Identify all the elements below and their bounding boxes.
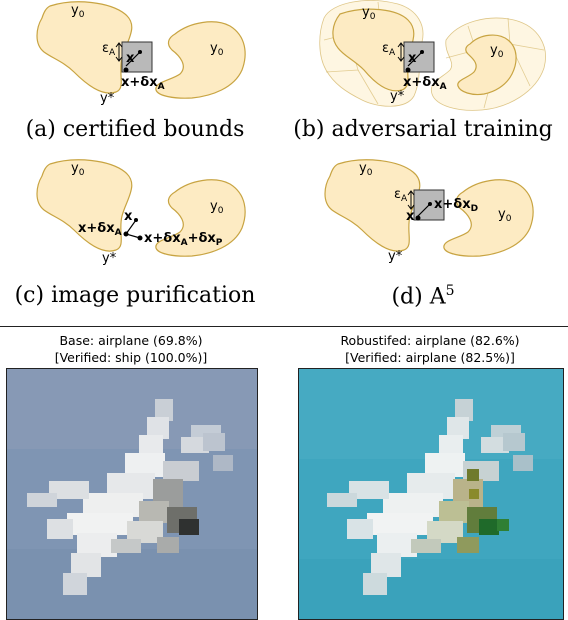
label-y0-left: y0 — [71, 3, 85, 20]
label-x-plus: x+δxA — [121, 75, 165, 92]
point-x-plus-a — [123, 231, 129, 237]
label-y0-right: y0 — [490, 43, 504, 60]
bound-box — [403, 41, 435, 73]
caption-d-sup: 5 — [445, 283, 455, 299]
point-x — [405, 67, 411, 73]
label-y0-left: y0 — [362, 5, 376, 22]
label-ystar: y* — [388, 249, 403, 264]
point-x-plus-d — [428, 202, 432, 206]
robust-title-line2: [Verified: airplane (82.5%)] — [345, 350, 515, 365]
base-airplane-image — [6, 368, 258, 620]
class-region-left — [36, 159, 133, 252]
label-x-plus-a: x+δxA — [78, 221, 122, 238]
base-title-line1: Base: airplane (69.8%) — [59, 333, 203, 348]
label-x-plus: x+δxA — [403, 75, 447, 92]
point-x — [123, 67, 129, 73]
label-x: x — [124, 209, 133, 224]
label-ystar: y* — [102, 251, 117, 266]
panel-d-diagram: y0 y0 y* εA x x+δxD — [318, 158, 558, 273]
robustified-airplane-image — [298, 368, 564, 620]
point-x — [415, 215, 421, 221]
caption-d: (d) A5 — [298, 283, 548, 309]
label-ystar: y* — [100, 91, 115, 106]
caption-c: (c) image purification — [14, 283, 256, 308]
label-y0-right: y0 — [210, 41, 224, 58]
label-x: x — [408, 51, 417, 66]
label-ystar: y* — [390, 89, 405, 104]
label-y0-right: y0 — [210, 199, 224, 216]
panel-c-diagram: y0 y0 y* x x+δxA x+δxA+δxP — [30, 158, 270, 273]
robust-image-title: Robustifed: airplane (82.6%) [Verified: … — [298, 332, 562, 366]
label-x-plus-ap: x+δxA+δxP — [144, 231, 223, 248]
caption-b: (b) adversarial training — [293, 117, 553, 142]
label-epsilon: εA — [394, 187, 408, 204]
label-x-plus: x+δxD — [434, 197, 478, 214]
class-region-right — [443, 179, 534, 257]
point-x-plus-ap — [137, 235, 143, 241]
base-image-title: Base: airplane (69.8%) [Verified: ship (… — [6, 332, 256, 366]
label-epsilon: εA — [102, 41, 116, 58]
label-y0-left: y0 — [71, 161, 85, 178]
caption-d-prefix: (d) A — [391, 284, 446, 310]
caption-a: (a) certified bounds — [25, 117, 245, 142]
class-region-right — [457, 34, 517, 96]
panel-a-diagram: y0 y0 y* εA x x+δxA — [30, 0, 270, 115]
label-y0-left: y0 — [359, 161, 373, 178]
point-x — [134, 218, 138, 222]
section-divider — [0, 326, 568, 327]
panel-b-diagram: y0 y0 y* εA x x+δxA — [318, 0, 558, 115]
label-x: x — [406, 209, 415, 224]
label-x: x — [126, 51, 135, 66]
class-region-right — [155, 21, 246, 99]
class-region-left — [324, 159, 421, 252]
label-epsilon: εA — [382, 41, 396, 58]
label-y0-right: y0 — [498, 207, 512, 224]
class-region-left — [36, 1, 133, 94]
class-region-right — [155, 179, 246, 257]
class-region-left — [332, 8, 415, 92]
base-title-line2: [Verified: ship (100.0%)] — [54, 350, 208, 365]
robust-title-line1: Robustifed: airplane (82.6%) — [340, 333, 520, 348]
